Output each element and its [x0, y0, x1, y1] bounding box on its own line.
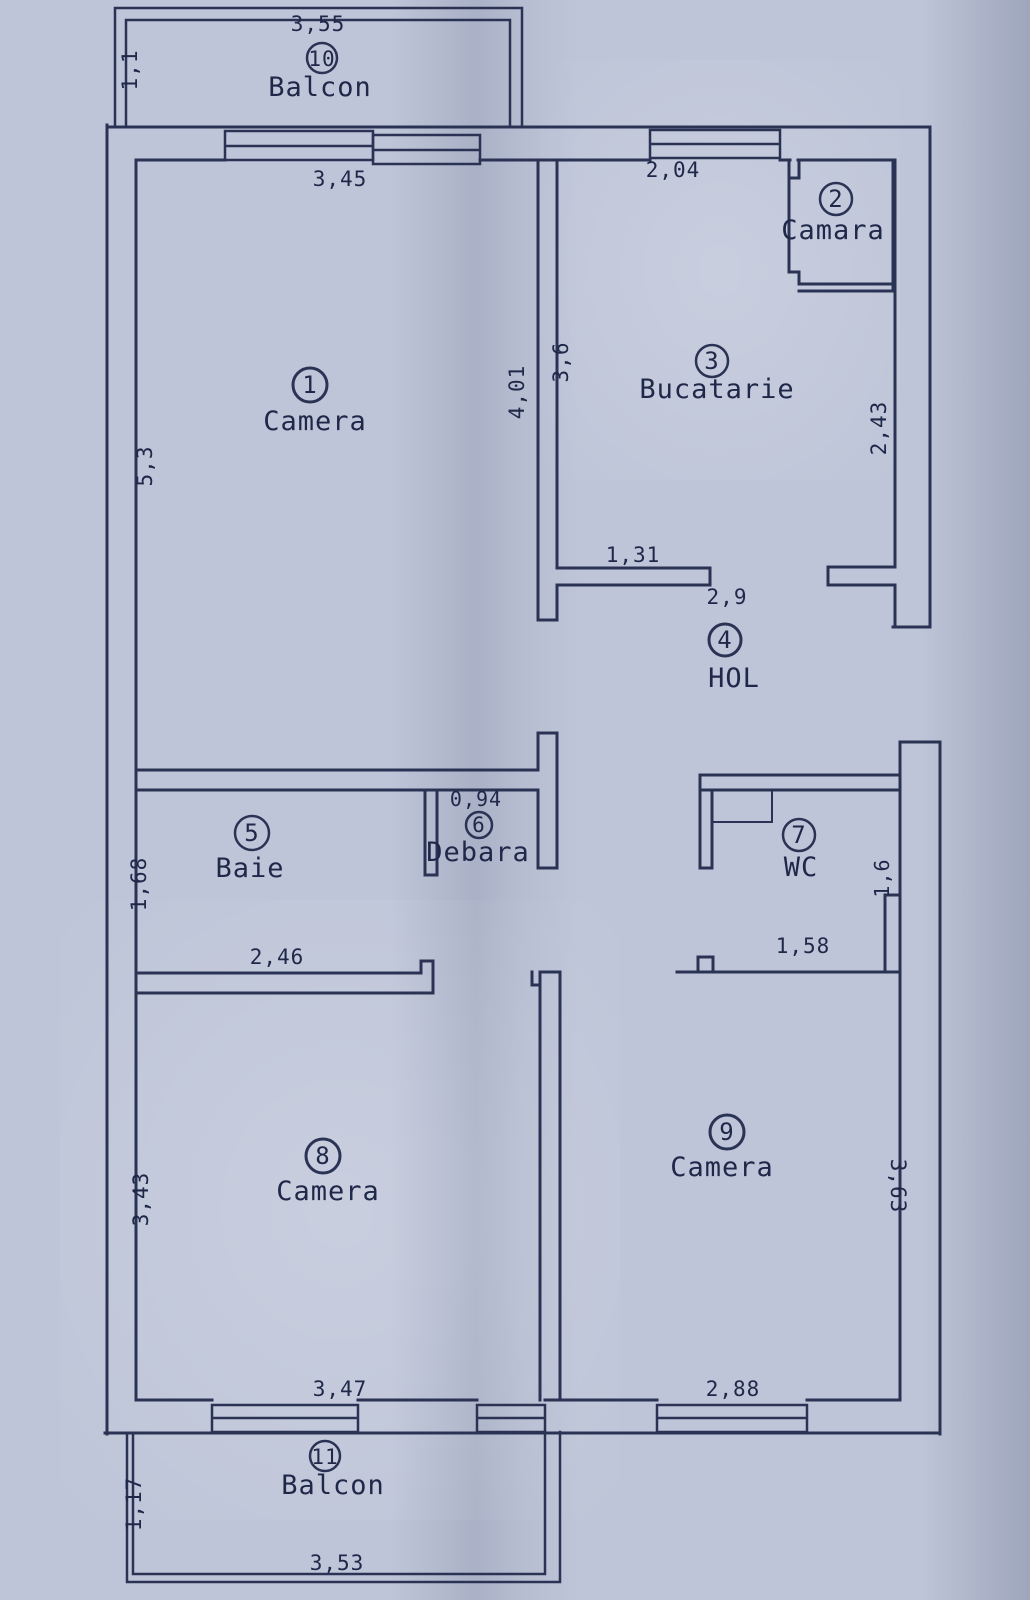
room-number-circle-8 [304, 1137, 342, 1175]
room-balcon-top: 3,55 10 Balcon 1,1 [118, 12, 372, 103]
dim-baie-height: 1,68 [127, 857, 151, 912]
room-number-11: 11 [311, 1445, 338, 1469]
room-balcon-bottom: 11 Balcon 1,17 3,53 [122, 1439, 385, 1575]
dim-bucatarie-left: 3,6 [549, 342, 573, 383]
wall-camara [787, 158, 895, 293]
wall-exterior-inner [134, 158, 932, 1402]
room-name-camera-1: Camera [263, 406, 367, 437]
room-number-circle-4 [707, 622, 743, 658]
room-number-7: 7 [791, 821, 806, 849]
dim-bucatarie-top: 2,04 [646, 158, 701, 182]
room-name-debara: Debara [426, 837, 530, 868]
dim-balcon-top-depth: 1,1 [118, 50, 142, 91]
room-camara-2: 2 Camara [781, 181, 885, 246]
room-debara-6: 0,94 6 Debara [426, 787, 530, 868]
dim-balcon-bottom-depth: 1,17 [122, 1477, 146, 1532]
room-number-circle-5 [233, 814, 271, 852]
dim-bucatarie-right: 2,43 [867, 401, 891, 456]
room-number-circle-11 [308, 1439, 342, 1473]
room-number-circle-9 [708, 1113, 746, 1151]
paper-sheen [60, 900, 620, 1520]
room-number-4: 4 [717, 626, 732, 654]
room-name-balcon-top: Balcon [268, 72, 372, 103]
room-number-10: 10 [308, 47, 335, 71]
wall-wc-bottom [675, 955, 902, 974]
room-number-6: 6 [472, 813, 486, 837]
dim-balcon-top-width: 3,55 [291, 12, 346, 36]
windows [210, 128, 809, 1434]
room-number-circle-7 [781, 817, 817, 853]
room-camera-9: 9 Camera 3,63 2,88 [670, 1113, 910, 1401]
window-room9 [655, 1403, 809, 1434]
wall-kitchen-foot [826, 565, 897, 587]
dim-wc-width: 1,58 [776, 934, 831, 958]
wc-fixture-outline [711, 789, 773, 823]
room-number-3: 3 [704, 347, 719, 375]
dim-hol-width: 2,9 [707, 585, 748, 609]
dim-debara-width: 0,94 [450, 787, 502, 811]
window-room1-right [371, 133, 482, 166]
wall-wc-left-stub [698, 788, 714, 870]
wall-room1-bottom [134, 768, 540, 792]
window-room8 [210, 1403, 360, 1434]
paper-edge-shadow [920, 0, 1030, 1600]
wall-divider-center [536, 158, 559, 870]
room-number-2: 2 [828, 185, 843, 213]
wall-baie-debara [423, 788, 439, 877]
room-camera-8: 8 Camera 3,43 3,47 [129, 1137, 380, 1401]
wall-central-lower [530, 970, 562, 1402]
dim-camera1-height: 5,3 [133, 446, 157, 487]
dim-camera9-height: 3,63 [886, 1159, 910, 1214]
room-name-balcon-bottom: Balcon [281, 1470, 385, 1501]
window-room1-left [223, 129, 375, 162]
room-bucatarie-3: 2,04 3,6 3 Bucatarie 2,43 [549, 158, 891, 455]
wall-baie-bottom [134, 959, 435, 995]
room-name-baie: Baie [215, 853, 284, 884]
paper-sheen-top [540, 60, 900, 480]
room-number-5: 5 [244, 819, 259, 847]
room-number-9: 9 [719, 1118, 734, 1146]
room-name-hol: HOL [708, 663, 760, 694]
wc-fixture [711, 789, 773, 823]
balcony-top-outline [113, 6, 524, 128]
window-kitchen [648, 128, 782, 160]
dim-camera8-width: 3,47 [313, 1377, 368, 1401]
dim-camera1-east: 4,01 [505, 365, 529, 420]
balcony-bottom-outline [125, 1430, 562, 1584]
room-number-8: 8 [315, 1142, 330, 1170]
dim-hol-stub: 1,31 [606, 543, 661, 567]
wall-kitchen-stub [555, 566, 712, 587]
wall-wc-pilaster [883, 893, 902, 974]
dim-camera9-width: 2,88 [706, 1377, 761, 1401]
room-number-1: 1 [302, 371, 317, 399]
dim-camera1-width: 3,45 [313, 167, 368, 191]
room-name-camera-8: Camera [276, 1176, 380, 1207]
balcony-walls [113, 6, 562, 1584]
room-number-circle-1 [291, 366, 329, 404]
room-number-circle-10 [305, 41, 339, 75]
wall-wc-top [698, 773, 902, 792]
room-name-bucatarie: Bucatarie [639, 374, 794, 405]
room-number-circle-3 [694, 343, 730, 379]
room-number-circle-2 [818, 181, 854, 217]
dim-wc-height: 1,6 [870, 858, 894, 897]
room-name-camera-9: Camera [670, 1152, 774, 1183]
room-wc-7: 7 WC 1,6 1,58 [776, 817, 894, 958]
room-hol-4: 1,31 2,9 4 HOL [606, 543, 760, 694]
room-camera-1: 3,45 1 Camera 5,3 4,01 [133, 167, 529, 486]
room-name-wc: WC [784, 852, 819, 883]
dim-balcon-bottom-width: 3,53 [310, 1551, 365, 1575]
dim-baie-width: 2,46 [250, 945, 305, 969]
room-name-camara: Camara [781, 215, 885, 246]
room-number-circle-6 [464, 810, 494, 840]
room-baie-5: 5 Baie 1,68 2,46 [127, 814, 305, 969]
dim-camera8-height: 3,43 [129, 1172, 153, 1227]
